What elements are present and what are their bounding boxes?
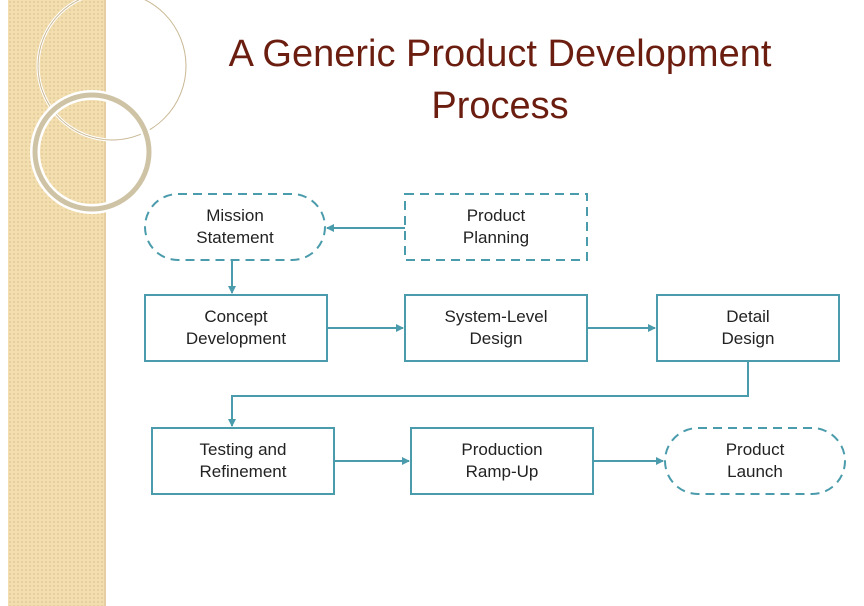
product-launch-label: Product Launch xyxy=(725,440,785,481)
production-ramp-up-label: Production Ramp-Up xyxy=(461,440,543,481)
mission-statement-node xyxy=(144,193,326,261)
system-level-design-label: System-Level Design xyxy=(444,307,548,348)
testing-refinement-label: Testing and Refinement xyxy=(199,440,287,481)
detail-design-label: Detail Design xyxy=(721,307,775,348)
system-level-design-node xyxy=(404,294,588,362)
testing-refinement-node xyxy=(151,427,335,495)
title-line-2: Process xyxy=(431,85,569,127)
product-planning-label: Product Planning xyxy=(462,206,530,247)
concept-development-node xyxy=(144,294,328,362)
sidebar-edge xyxy=(104,0,106,606)
concept-development-label: Concept Development xyxy=(185,307,287,348)
arrow-detail-to-testing xyxy=(228,361,749,427)
decorative-circles xyxy=(30,0,188,214)
product-launch-node xyxy=(664,427,846,495)
title-line-1: A Generic Product Development xyxy=(228,33,772,75)
page-title: A Generic Product Development Process xyxy=(150,28,850,132)
product-planning-node xyxy=(404,193,588,261)
production-ramp-up-node xyxy=(410,427,594,495)
mission-statement-label: Mission Statement xyxy=(196,206,274,247)
